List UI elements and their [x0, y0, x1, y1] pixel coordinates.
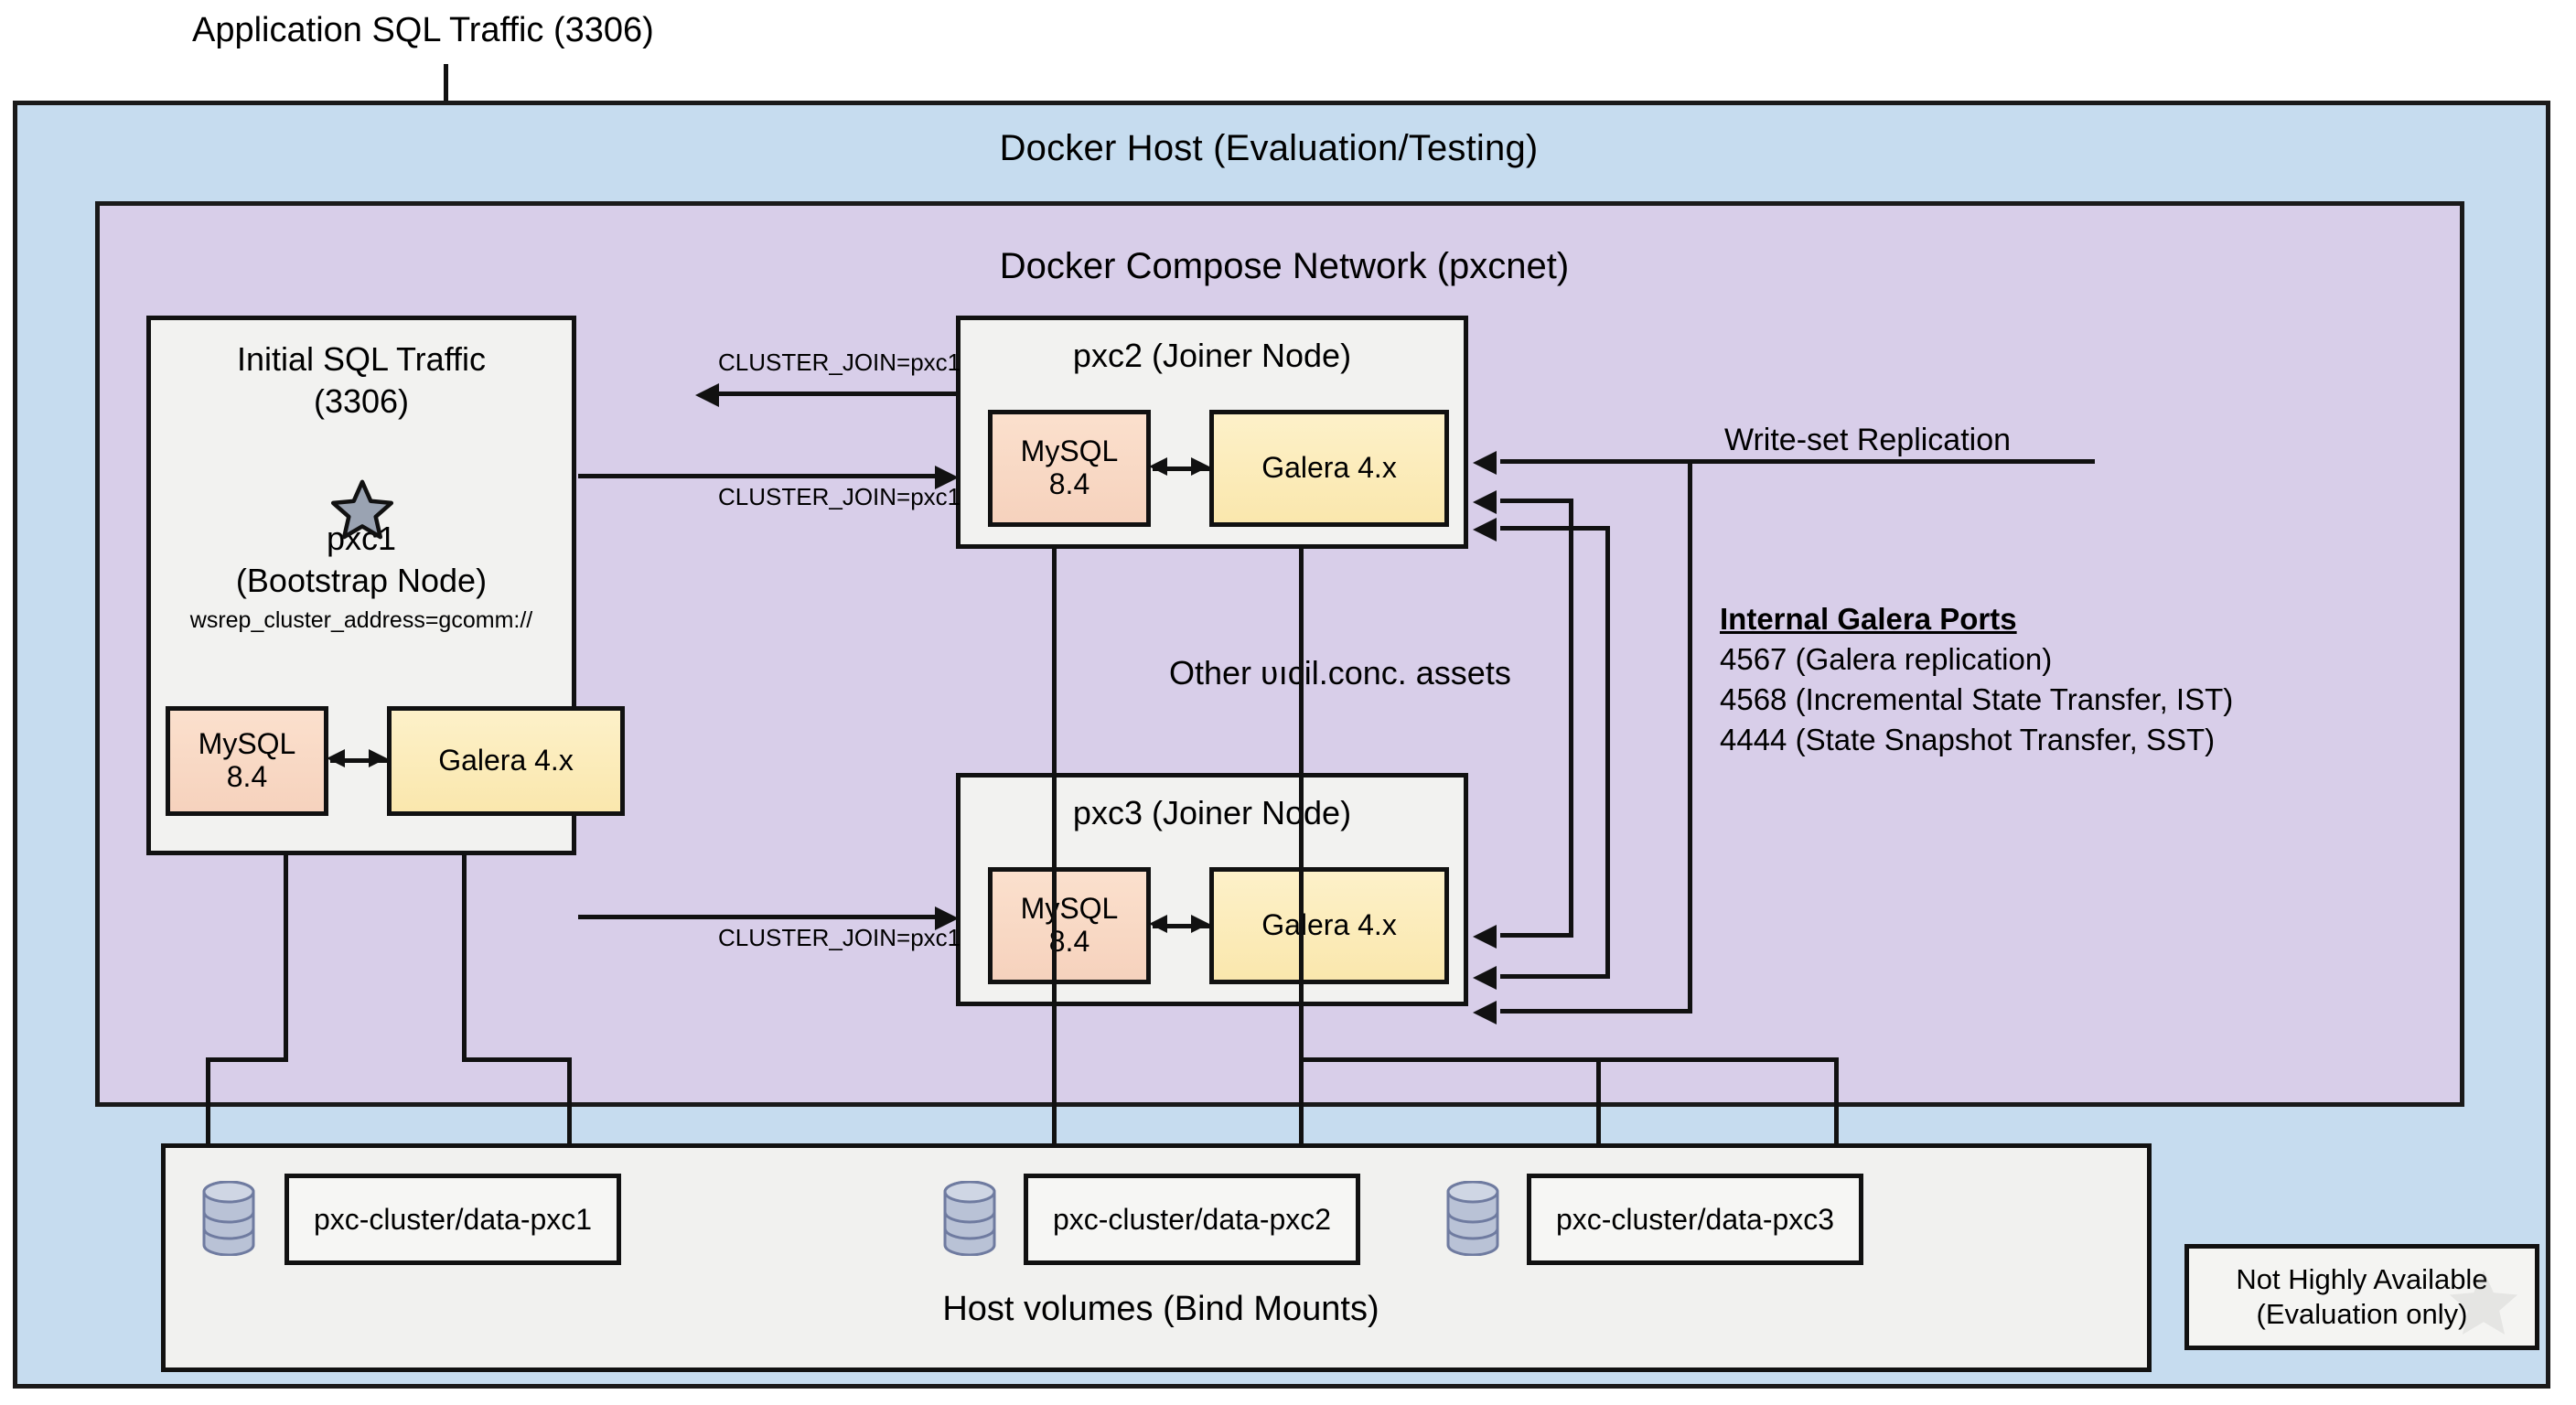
pxc1-role: (Bootstrap Node) — [235, 562, 488, 599]
volume3-jog-b — [1596, 1057, 1839, 1062]
pxc2-galera-volume-drop — [1299, 549, 1304, 1006]
pxc2-mysql-version: 8.4 — [1048, 467, 1090, 500]
galera-link-a-arrowhead-pxc2-icon — [1473, 490, 1497, 514]
node-pxc3[interactable]: pxc3 (Joiner Node) MySQL 8.4 Galera 4.x — [956, 773, 1468, 1006]
pxc3-galera-volume-drop-lower — [1299, 1057, 1304, 1181]
pxc1-initial-traffic-line1: Initial SQL Traffic — [236, 340, 487, 378]
edge-label-pxc3-in: CLUSTER_JOIN=pxc1 — [718, 924, 961, 951]
pxc1-galera-chip[interactable]: Galera 4.x — [387, 706, 625, 816]
pxc3-chip-link-arrow-right-icon — [1191, 915, 1209, 933]
volume-path-label: pxc-cluster/data-pxc2 — [1052, 1202, 1332, 1236]
edge-label-pxc2-out: CLUSTER_JOIN=pxc1 — [718, 349, 961, 376]
volume-path-box[interactable]: pxc-cluster/data-pxc1 — [284, 1174, 621, 1265]
host-volumes-container: Host volumes (Bind Mounts) pxc-cluster/d… — [161, 1143, 2152, 1372]
galera-port-item: 4568 (Incremental State Transfer, IST) — [1720, 681, 2234, 716]
volume-path-label: pxc-cluster/data-pxc3 — [1555, 1202, 1835, 1236]
volume-cylinder-icon — [943, 1181, 996, 1256]
pxc3-chip-link-line — [1153, 924, 1209, 928]
host-volumes-title: Host volumes (Bind Mounts) — [942, 1290, 1379, 1328]
galera-link-c-vertical — [1688, 459, 1692, 1013]
galera-port-item: 4444 (State Snapshot Transfer, SST) — [1720, 722, 2216, 756]
galera-link-c-bottom-segment — [1500, 1009, 1692, 1014]
galera-link-c-arrowhead-pxc3-icon — [1473, 1001, 1497, 1024]
pxc1-mysql-volume-drop-lower — [206, 1057, 210, 1185]
pxc2-chip-link-line — [1153, 467, 1209, 471]
volume-path-box[interactable]: pxc-cluster/data-pxc3 — [1527, 1174, 1863, 1265]
galera-link-a-vertical — [1569, 499, 1573, 938]
pxc1-galera-volume-jog — [462, 1057, 572, 1062]
pxc1-initial-traffic-line2: (3306) — [313, 382, 410, 420]
pxc2-chip-link-arrow-right-icon — [1191, 457, 1209, 476]
edge-pxc1-to-pxc2-line — [578, 474, 944, 478]
write-set-arrowhead-pxc2-icon — [1473, 451, 1497, 475]
pxc2-mysql-chip[interactable]: MySQL 8.4 — [988, 410, 1151, 527]
pxc3-galera-label: Galera 4.x — [1261, 908, 1397, 942]
pxc3-mysql-volume-drop — [1052, 1006, 1057, 1061]
volume-path-label: pxc-cluster/data-pxc1 — [313, 1202, 593, 1236]
galera-link-a-top-segment — [1500, 499, 1573, 503]
pxc3-galera-chip[interactable]: Galera 4.x — [1209, 867, 1449, 984]
not-highly-available-badge: Not Highly Available (Evaluation only) — [2184, 1244, 2539, 1350]
pxc2-mysql-volume-drop-upper — [1052, 549, 1057, 1061]
internal-galera-ports-block: Internal Galera Ports 4567 (Galera repli… — [1720, 599, 2233, 760]
not-highly-available-line2: (Evaluation only) — [2256, 1298, 2468, 1330]
galera-link-b-vertical — [1605, 526, 1610, 979]
pxc1-mysql-chip[interactable]: MySQL 8.4 — [166, 706, 328, 816]
edge-pxc1-to-pxc2-arrowhead-icon — [935, 466, 959, 489]
pxc1-wsrep-config: wsrep_cluster_address=gcomm:// — [189, 607, 533, 633]
bootstrap-star-icon — [330, 479, 394, 540]
edge-pxc2-to-pxc1-line — [704, 391, 961, 396]
docker-compose-network-title: Docker Compose Network (pxcnet) — [999, 246, 1570, 286]
edge-pxc2-to-pxc1-arrowhead-icon — [695, 383, 719, 407]
volume-cylinder-icon — [202, 1181, 255, 1256]
pxc1-chip-link-arrow-left-icon — [327, 749, 345, 767]
galera-link-a-bottom-segment — [1500, 933, 1573, 938]
node-pxc1[interactable]: Initial SQL Traffic (3306) pxc1 (Bootstr… — [146, 316, 625, 855]
pxc1-chip-link-arrow-right-icon — [369, 749, 387, 767]
docker-host-title: Docker Host (Evaluation/Testing) — [999, 128, 1539, 168]
volume3-box-drop — [1834, 1057, 1839, 1181]
pxc3-mysql-name: MySQL — [1020, 892, 1119, 926]
galera-port-item: 4567 (Galera replication) — [1720, 641, 2053, 676]
other-assets-note: Other ʋıcil.conc. assets — [1169, 654, 1511, 692]
pxc3-title: pxc3 (Joiner Node) — [1072, 794, 1352, 831]
pxc1-mysql-volume-drop-upper — [284, 855, 288, 1061]
pxc1-mysql-name: MySQL — [198, 727, 296, 761]
pxc3-mysql-chip[interactable]: MySQL 8.4 — [988, 867, 1151, 984]
pxc3-galera-volume-drop-upper — [1299, 1006, 1304, 1061]
galera-link-b-bottom-segment — [1500, 974, 1610, 979]
volume-path-box[interactable]: pxc-cluster/data-pxc2 — [1024, 1174, 1360, 1265]
internal-galera-ports-title: Internal Galera Ports — [1720, 602, 2017, 636]
edge-label-pxc2-in: CLUSTER_JOIN=pxc1 — [718, 483, 961, 510]
pxc2-title: pxc2 (Joiner Node) — [1072, 337, 1352, 374]
volume3-jog-a — [1299, 1057, 1601, 1062]
application-sql-traffic-label: Application SQL Traffic (3306) — [192, 11, 654, 49]
edge-pxc1-to-pxc3-arrowhead-icon — [935, 906, 959, 930]
pxc3-chip-link-arrow-left-icon — [1149, 915, 1167, 933]
write-set-replication-label: Write-set Replication — [1724, 423, 2012, 457]
pxc2-mysql-name: MySQL — [1020, 434, 1119, 468]
pxc1-mysql-version: 8.4 — [226, 760, 268, 793]
watermark-star-icon — [2449, 1270, 2518, 1335]
pxc1-galera-volume-drop-lower — [567, 1057, 572, 1181]
galera-link-b-arrowhead-pxc3-icon — [1473, 966, 1497, 990]
pxc1-galera-volume-drop-upper — [462, 855, 467, 1061]
galera-link-b-arrowhead-pxc2-icon — [1473, 518, 1497, 542]
volume-cylinder-icon — [1446, 1181, 1499, 1256]
pxc2-galera-chip[interactable]: Galera 4.x — [1209, 410, 1449, 527]
galera-link-b-top-segment — [1500, 526, 1610, 531]
pxc2-galera-label: Galera 4.x — [1261, 451, 1397, 485]
pxc2-chip-link-arrow-left-icon — [1149, 457, 1167, 476]
pxc1-chip-link-line — [330, 758, 387, 763]
volume3-cyl-drop — [1596, 1057, 1601, 1185]
not-highly-available-line1: Not Highly Available — [2236, 1263, 2488, 1296]
pxc2-mysql-volume-drop-lower — [1052, 1057, 1057, 1185]
write-set-replication-line — [1500, 459, 2095, 464]
pxc1-galera-label: Galera 4.x — [438, 744, 574, 778]
edge-pxc1-to-pxc3-line — [578, 915, 944, 919]
pxc1-mysql-volume-jog — [206, 1057, 288, 1062]
galera-link-a-arrowhead-pxc3-icon — [1473, 925, 1497, 949]
node-pxc2[interactable]: pxc2 (Joiner Node) MySQL 8.4 Galera 4.x — [956, 316, 1468, 549]
